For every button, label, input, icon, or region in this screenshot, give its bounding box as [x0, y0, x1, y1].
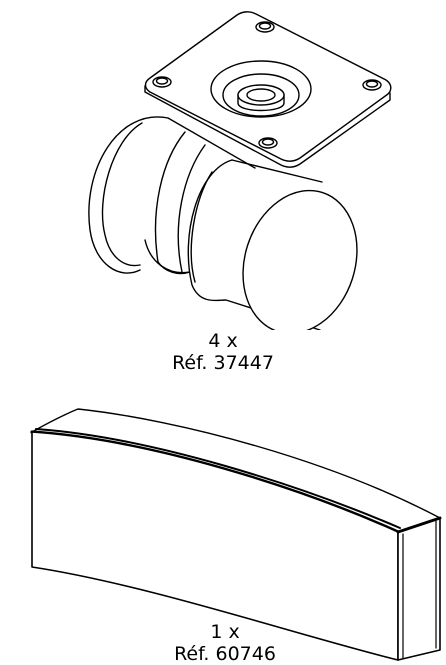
caster-quantity: 4 x — [208, 330, 238, 352]
caster-mounting-plate — [144, 11, 392, 168]
wood-block — [30, 408, 442, 661]
caster-reference: Réf. 37447 — [172, 352, 274, 374]
caster-inner-wheel — [88, 116, 256, 274]
block-quantity: 1 x — [210, 621, 240, 643]
caster-outer-wheel — [187, 159, 358, 330]
caster-wheel-drawing — [88, 11, 392, 330]
block-caption: 1 x Réf. 60746 — [2, 621, 446, 665]
block-reference: Réf. 60746 — [174, 643, 276, 665]
caster-fork — [144, 131, 206, 275]
caster-caption: 4 x Réf. 37447 — [0, 330, 446, 374]
